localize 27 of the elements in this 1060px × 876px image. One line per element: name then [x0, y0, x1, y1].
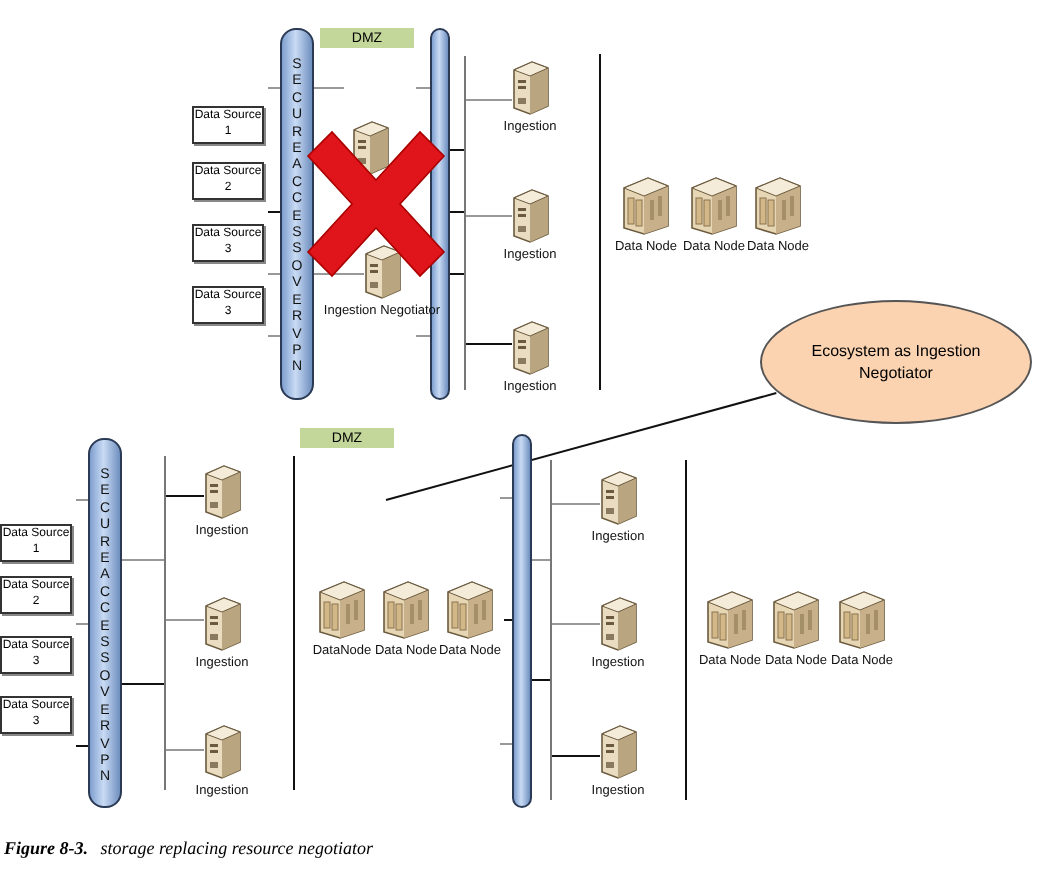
network-bus-line [550, 460, 552, 800]
network-link [551, 755, 601, 757]
network-link [121, 683, 165, 685]
network-link [165, 619, 205, 621]
network-link [313, 273, 365, 275]
network-link [165, 495, 205, 497]
network-link [551, 503, 601, 505]
network-link [531, 679, 551, 681]
network-bus-line [164, 456, 166, 790]
network-link [449, 211, 465, 213]
network-link [503, 619, 513, 621]
network-pipe [88, 438, 122, 808]
network-link [465, 99, 513, 101]
network-pipe [512, 434, 532, 808]
network-pipe [280, 28, 314, 400]
network-link [531, 559, 551, 561]
network-link [551, 623, 601, 625]
callout-ellipse: Ecosystem as Ingestion Negotiator [760, 300, 1032, 424]
leader-line [385, 392, 778, 501]
network-link [165, 749, 205, 751]
network-link [449, 273, 465, 275]
network-link [465, 215, 513, 217]
network-link [121, 559, 165, 561]
network-link [465, 343, 513, 345]
network-bus-line [464, 56, 466, 390]
figure-caption: Figure 8-3. storage replacing resource negotiator [4, 838, 373, 858]
network-link [449, 149, 465, 151]
